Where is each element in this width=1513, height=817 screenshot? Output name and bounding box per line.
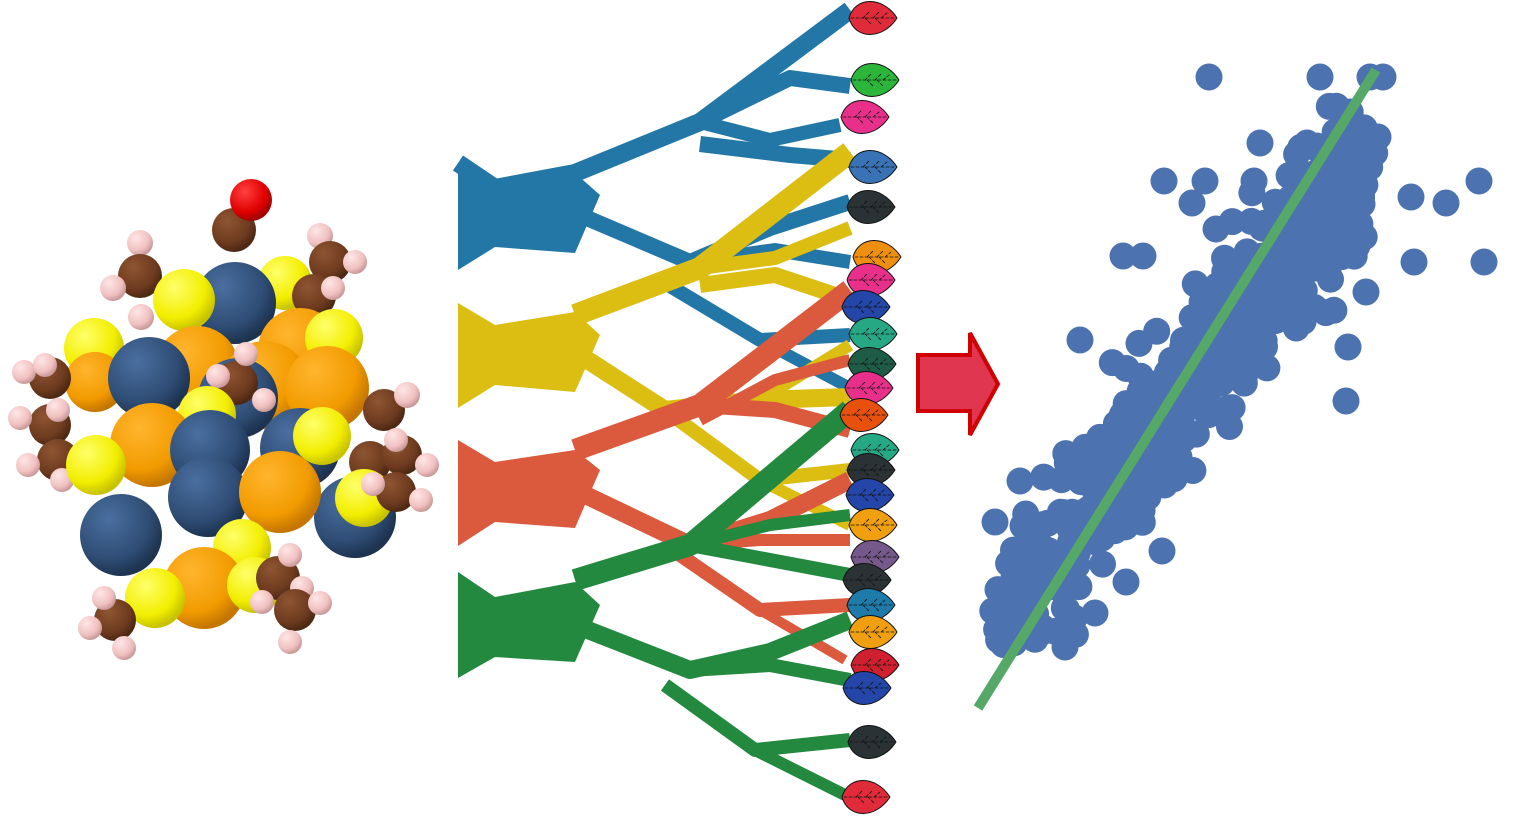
scatter-point	[1432, 189, 1460, 217]
scatter-point	[1279, 258, 1307, 286]
leaf-vein	[850, 327, 896, 341]
leaf-vein	[843, 300, 889, 314]
scatter-point	[1343, 232, 1371, 260]
scatter-point	[981, 508, 1009, 536]
scatter-point	[1320, 296, 1348, 324]
scatter-point	[1470, 248, 1498, 276]
scatter-point	[1051, 633, 1079, 661]
scatter-point	[1017, 512, 1045, 540]
leaf-vein	[854, 250, 900, 264]
fit-line	[973, 67, 1381, 711]
scatter-point	[1306, 63, 1334, 91]
leaf-vein	[848, 200, 894, 214]
leaf-vein	[842, 110, 888, 124]
scatter-point	[1053, 595, 1080, 623]
leaf-vein	[852, 443, 898, 457]
leaf-vein	[852, 73, 898, 87]
scatter-point	[1194, 401, 1222, 429]
scatter-point	[1240, 167, 1268, 195]
leaf-vein	[849, 735, 895, 749]
scatter-point	[1364, 123, 1392, 151]
scatter-point	[1400, 248, 1428, 276]
scatter-point	[1170, 415, 1198, 443]
leaves	[839, 1, 902, 814]
scatter-point	[1181, 270, 1209, 298]
leaf-vein	[847, 488, 893, 502]
scatter-point	[1202, 215, 1230, 243]
scatter-point	[1245, 270, 1273, 298]
scatter-point	[1048, 466, 1075, 494]
scatter-point	[1246, 129, 1274, 157]
scatter-point	[1165, 443, 1193, 471]
scatter-point	[1397, 183, 1425, 211]
leaf-vein	[843, 790, 889, 804]
leaf-vein	[844, 681, 890, 695]
scatter-point	[1109, 242, 1137, 270]
scatter-point	[1293, 129, 1321, 157]
scatter-point	[1148, 537, 1176, 565]
leaf-vein	[848, 598, 894, 612]
scatter-point	[1332, 387, 1360, 415]
scatter-point	[1465, 167, 1493, 195]
scatter-point	[984, 576, 1012, 604]
scatter-point	[1216, 413, 1243, 440]
scatter-point	[1226, 307, 1254, 335]
leaf-vein	[850, 11, 896, 25]
leaf-vein	[848, 463, 894, 477]
scatter-point	[985, 626, 1013, 654]
scatter-point	[1334, 333, 1362, 361]
tree-yellow	[458, 143, 857, 531]
scatter-point	[1150, 167, 1178, 195]
scatter-point	[1337, 175, 1365, 203]
scatter-point	[1195, 63, 1223, 91]
tree-green	[458, 401, 858, 801]
tree-red	[458, 281, 857, 665]
scatter-point	[995, 549, 1023, 577]
scatter-point	[1066, 326, 1094, 354]
leaf-vein	[848, 273, 894, 287]
decision-forest-icon	[452, 1, 902, 814]
scatter-point	[1075, 461, 1103, 489]
scatter-point	[1089, 550, 1116, 578]
scatter-point	[1285, 215, 1312, 243]
leaf-vein	[852, 550, 898, 564]
scatter-point	[1261, 188, 1289, 216]
scatter-point	[1129, 242, 1157, 270]
scatter-point	[1318, 246, 1346, 274]
molecule-cluster-icon	[8, 179, 439, 660]
scatter-point	[1280, 294, 1308, 322]
leaf-vein	[849, 357, 895, 371]
scatter-points	[979, 63, 1498, 661]
scatter-point	[1112, 568, 1140, 596]
scatter-point	[1081, 599, 1109, 627]
leaf-vein	[846, 381, 892, 395]
scatter-point	[1191, 167, 1219, 195]
regression-scatter-icon	[973, 63, 1498, 711]
leaf-vein	[844, 573, 890, 587]
right-arrow-icon	[916, 332, 1001, 436]
scatter-point	[1352, 278, 1380, 306]
scatter-point	[1098, 349, 1126, 377]
leaf-vein	[850, 625, 896, 639]
scatter-point	[1050, 499, 1078, 527]
scatter-point	[1094, 436, 1122, 464]
leaf-vein	[850, 518, 896, 532]
scatter-point	[1207, 366, 1235, 394]
scatter-point	[1320, 213, 1347, 241]
scatter-point	[1315, 92, 1343, 120]
scatter-point	[1023, 549, 1051, 577]
scatter-point	[1125, 329, 1153, 357]
leaf-vein	[852, 658, 898, 672]
leaf-vein	[850, 160, 896, 174]
scatter-point	[1006, 467, 1034, 495]
leaf-vein	[841, 408, 887, 422]
scatter-point	[1178, 189, 1206, 217]
